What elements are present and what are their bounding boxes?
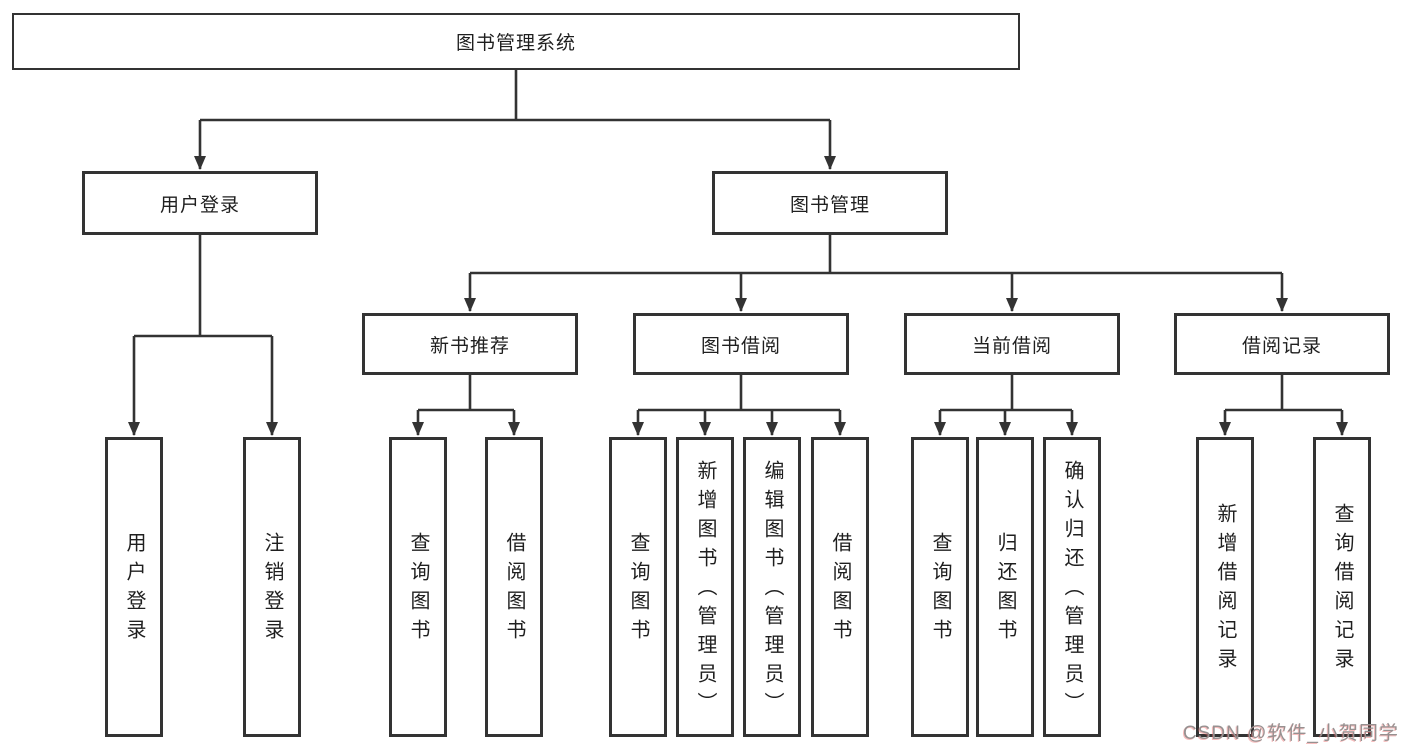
- connector-borrow-record-children: [1219, 375, 1348, 436]
- node-library-system: 图书管理系统: [12, 13, 1020, 70]
- node-new-book-recommendation: 新书推荐: [362, 313, 578, 375]
- node-book-management: 图书管理: [712, 171, 948, 235]
- connector-book-mgmt-children: [464, 235, 1288, 312]
- node-user-login-leaf: 用户登录: [105, 437, 163, 737]
- node-bb-add-books-admin: 新增图书（管理员）: [676, 437, 734, 737]
- node-cb-confirm-return-admin: 确认归还（管理员）: [1043, 437, 1101, 737]
- node-bb-edit-books-admin: 编辑图书（管理员）: [743, 437, 801, 737]
- connector-new-book-rec-children: [412, 375, 520, 436]
- node-logout: 注销登录: [243, 437, 301, 737]
- node-br-add-record: 新增借阅记录: [1196, 437, 1254, 737]
- connector-user-login-children: [128, 235, 278, 436]
- node-current-borrowing: 当前借阅: [904, 313, 1120, 375]
- node-cb-query-books: 查询图书: [911, 437, 969, 737]
- node-rec-query-books: 查询图书: [389, 437, 447, 737]
- connector-current-borrow-children: [934, 375, 1078, 436]
- node-br-query-record: 查询借阅记录: [1313, 437, 1371, 737]
- node-bb-borrow-books: 借阅图书: [811, 437, 869, 737]
- node-rec-borrow-books: 借阅图书: [485, 437, 543, 737]
- node-cb-return-books: 归还图书: [976, 437, 1034, 737]
- connector-book-borrow-children: [632, 375, 846, 436]
- node-bb-query-books: 查询图书: [609, 437, 667, 737]
- node-book-borrowing: 图书借阅: [633, 313, 849, 375]
- node-borrowing-records: 借阅记录: [1174, 313, 1390, 375]
- connector-root-children: [194, 70, 836, 170]
- csdn-watermark: CSDN @软件_小贺同学: [1183, 723, 1399, 744]
- node-user-login: 用户登录: [82, 171, 318, 235]
